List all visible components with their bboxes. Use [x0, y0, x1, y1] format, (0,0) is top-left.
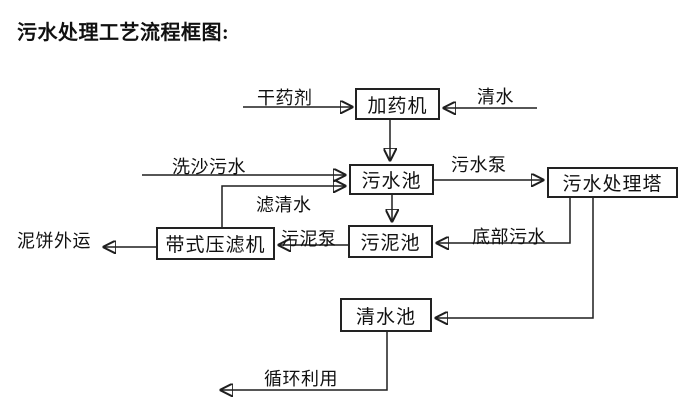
label-dry-agent: 干药剂 — [257, 88, 313, 108]
edge-filtered-water-arrow — [221, 186, 345, 227]
edge-bottom-sewage-arrow — [437, 198, 571, 243]
label-mud-cake-out: 泥饼外运 — [17, 231, 91, 251]
diagram-title: 污水处理工艺流程框图: — [17, 22, 230, 44]
label-filtered-water: 滤清水 — [256, 195, 312, 215]
edge-tower-to-clean — [436, 198, 594, 318]
label-clean-water: 清水 — [477, 87, 514, 107]
label-sewage-pump: 污水泵 — [451, 155, 507, 175]
label-recycle-use: 循环利用 — [264, 369, 338, 389]
edge-recycle-arrow — [221, 332, 388, 390]
label-sand-washing-sewage: 洗沙污水 — [172, 157, 246, 177]
label-sludge-pump: 污泥泵 — [281, 229, 337, 249]
node-treatment-tower: 污水处理塔 — [547, 167, 678, 198]
node-sewage-pool: 污水池 — [349, 164, 434, 195]
node-clean-water-pool: 清水池 — [340, 298, 432, 332]
node-belt-filter-press: 带式压滤机 — [156, 227, 275, 260]
label-bottom-sewage: 底部污水 — [472, 227, 546, 247]
node-sludge-pool: 污泥池 — [348, 225, 433, 258]
node-dosing-machine: 加药机 — [355, 88, 440, 120]
